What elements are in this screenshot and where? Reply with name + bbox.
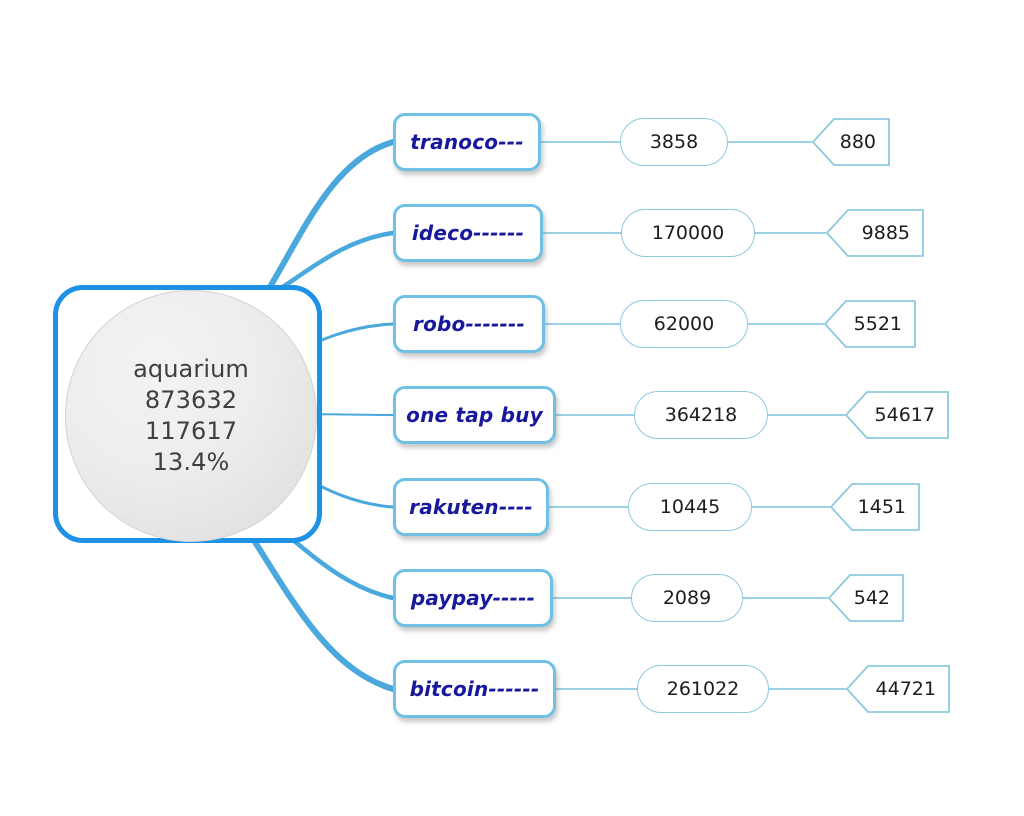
branch-value-pill-6[interactable]: 2089 — [631, 574, 743, 622]
branch-subvalue-tag-2[interactable]: 9885 — [826, 209, 924, 257]
branch-label-box-5[interactable]: rakuten---- — [393, 478, 549, 536]
branch-subvalue-tag-1[interactable]: 880 — [812, 118, 890, 166]
root-node-label-total: 873632 — [144, 386, 238, 414]
branch-label-box-1[interactable]: tranoco--- — [393, 113, 541, 171]
branch-label-text-6: paypay----- — [410, 586, 536, 610]
chevron-tag-icon-7 — [846, 665, 950, 713]
branch-value-text-3: 62000 — [653, 313, 715, 335]
branch-label-text-3: robo------- — [413, 312, 525, 336]
branch-subvalue-tag-3[interactable]: 5521 — [824, 300, 916, 348]
branch-value-text-2: 170000 — [651, 222, 725, 244]
connector-1 — [259, 139, 396, 303]
branch-label-box-6[interactable]: paypay----- — [393, 569, 553, 627]
branch-label-box-2[interactable]: ideco------ — [393, 204, 543, 262]
branch-subvalue-tag-4[interactable]: 54617 — [845, 391, 949, 439]
branch-value-text-4: 364218 — [664, 404, 738, 426]
branch-value-pill-7[interactable]: 261022 — [637, 665, 769, 713]
branch-label-box-3[interactable]: robo------- — [393, 295, 545, 353]
root-node-label-percent: 13.4% — [152, 448, 230, 476]
branch-value-pill-1[interactable]: 3858 — [620, 118, 728, 166]
branch-label-text-5: rakuten---- — [409, 495, 533, 519]
branch-value-text-7: 261022 — [666, 678, 740, 700]
chevron-tag-icon-2 — [826, 209, 924, 257]
root-node-label-name: aquarium — [133, 355, 249, 383]
branch-subvalue-text-4: 54617 — [874, 404, 935, 426]
chevron-tag-icon-4 — [845, 391, 949, 439]
branch-label-text-7: bitcoin------ — [409, 677, 540, 701]
branch-subvalue-tag-7[interactable]: 44721 — [846, 665, 950, 713]
branch-subvalue-text-6: 542 — [853, 587, 890, 609]
branch-subvalue-text-1: 880 — [839, 131, 876, 153]
branch-subvalue-tag-6[interactable]: 542 — [828, 574, 904, 622]
branch-value-text-6: 2089 — [662, 587, 712, 609]
branch-label-text-2: ideco------ — [411, 221, 525, 245]
branch-label-box-7[interactable]: bitcoin------ — [393, 660, 556, 718]
branch-value-text-1: 3858 — [649, 131, 699, 153]
branch-subvalue-tag-5[interactable]: 1451 — [830, 483, 920, 531]
branch-value-text-5: 10445 — [659, 496, 721, 518]
root-node-label-secondary: 117617 — [144, 417, 238, 445]
branch-value-pill-4[interactable]: 364218 — [634, 391, 768, 439]
chevron-tag-icon-6 — [828, 574, 904, 622]
branch-label-text-4: one tap buy — [406, 403, 543, 427]
branch-value-pill-2[interactable]: 170000 — [621, 209, 755, 257]
branch-label-box-4[interactable]: one tap buy — [393, 386, 556, 444]
branch-value-pill-3[interactable]: 62000 — [620, 300, 748, 348]
branch-value-pill-5[interactable]: 10445 — [628, 483, 752, 531]
branch-subvalue-text-2: 9885 — [861, 222, 910, 244]
branch-label-text-1: tranoco--- — [410, 130, 524, 154]
branch-subvalue-text-7: 44721 — [875, 678, 936, 700]
branch-subvalue-text-5: 1451 — [857, 496, 906, 518]
chevron-tag-icon-5 — [830, 483, 920, 531]
branch-subvalue-text-3: 5521 — [853, 313, 902, 335]
root-node-circle[interactable]: aquarium 873632 117617 13.4% — [65, 290, 317, 542]
connector-7 — [247, 531, 396, 692]
chevron-tag-icon-1 — [812, 118, 890, 166]
chevron-tag-icon-3 — [824, 300, 916, 348]
